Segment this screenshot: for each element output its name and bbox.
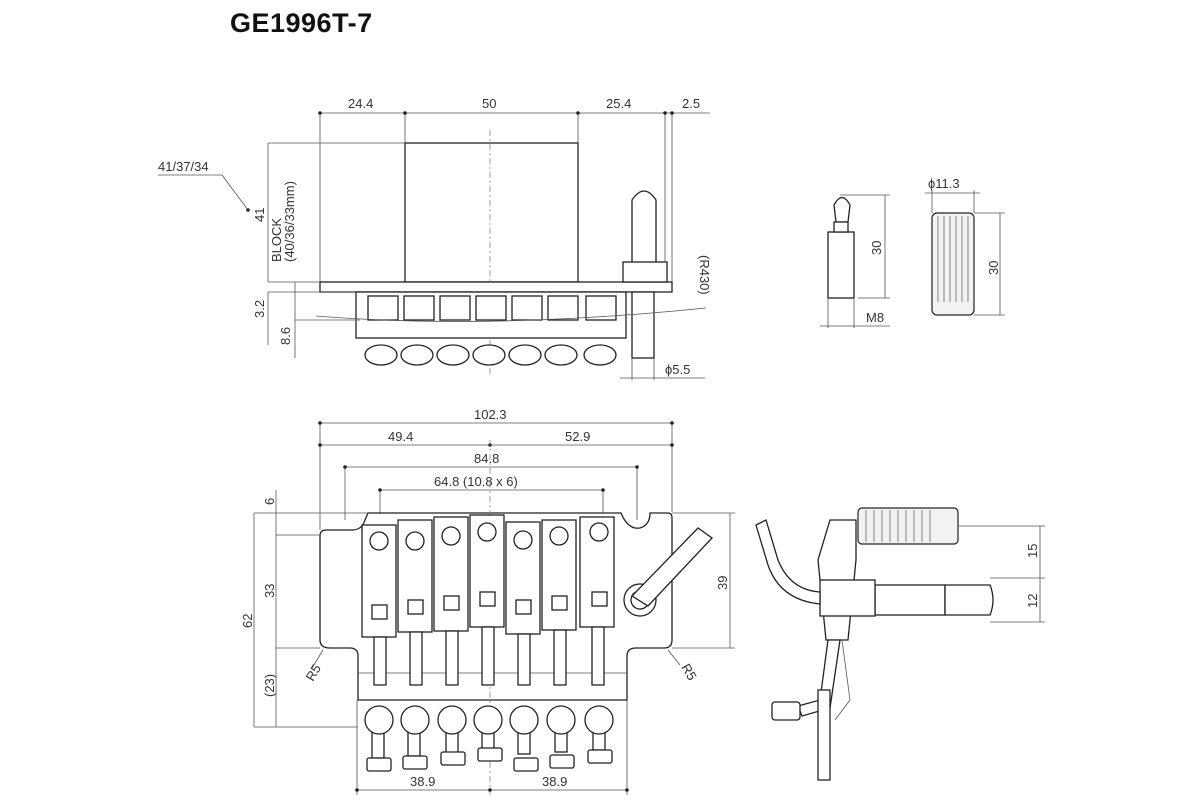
dim-62: 62 (240, 614, 255, 628)
pin-thread: M8 (866, 310, 884, 325)
sustain-block (404, 142, 579, 283)
dim-64-8: 64.8 (10.8 x 6) (434, 474, 518, 489)
fine-tuners-top (364, 344, 617, 366)
fine-tuners-bottom (364, 705, 614, 772)
baseplate (319, 281, 673, 293)
r5-right: R5 (678, 661, 699, 683)
dim-3-2: 3.2 (252, 300, 267, 318)
dim-25-4: 25.4 (606, 96, 631, 111)
dim-52-9: 52.9 (565, 429, 590, 444)
dim-24-4: 24.4 (348, 96, 373, 111)
arm-post (631, 190, 657, 275)
r5-left: R5 (303, 662, 324, 684)
side-pin (874, 584, 946, 616)
dim-33: 33 (262, 584, 277, 598)
dim-23: (23) (262, 674, 277, 697)
tremolo-rod (631, 291, 655, 359)
top-view: 24.4 50 25.4 2.5 (158, 96, 712, 380)
radius-r430: (R430) (697, 255, 712, 295)
block-label: BLOCK (269, 218, 284, 262)
dim-2-5: 2.5 (682, 96, 700, 111)
dim-50: 50 (482, 96, 496, 111)
dim-38-9-right: 38.9 (542, 774, 567, 789)
knob-part: ϕ11.3 30 (925, 176, 1005, 316)
dim-8-6: 8.6 (278, 327, 293, 345)
block-options: 41/37/34 (158, 159, 209, 174)
dim-39: 39 (715, 576, 730, 590)
arm-pin-part: 30 M8 (820, 194, 890, 328)
dim-102-3: 102.3 (474, 407, 507, 422)
bottom-view: 102.3 49.4 52.9 84.8 64.8 (10.8 x 6) (240, 407, 735, 795)
tremolo-arm (630, 527, 713, 607)
side-view: 15 12 (755, 507, 1045, 781)
dim-15: 15 (1025, 544, 1040, 558)
knob-diameter: ϕ11.3 (928, 176, 960, 191)
side-knob (857, 507, 959, 545)
dim-6: 6 (262, 498, 277, 505)
rod-diameter: ϕ5.5 (665, 362, 690, 377)
dim-49-4: 49.4 (388, 429, 413, 444)
dim-12: 12 (1025, 594, 1040, 608)
knob-height: 30 (986, 261, 1001, 275)
string-slots (373, 626, 605, 686)
block-sizes: (40/36/33mm) (282, 181, 297, 262)
dim-38-9-left: 38.9 (410, 774, 435, 789)
dim-84-8: 84.8 (474, 451, 499, 466)
dim-41: 41 (252, 208, 267, 222)
saddle-screws (369, 522, 609, 620)
drawing-title: GE1996T-7 (230, 8, 373, 38)
side-arm (755, 519, 821, 605)
saddles-top (367, 295, 617, 321)
pin-height: 30 (869, 241, 884, 255)
